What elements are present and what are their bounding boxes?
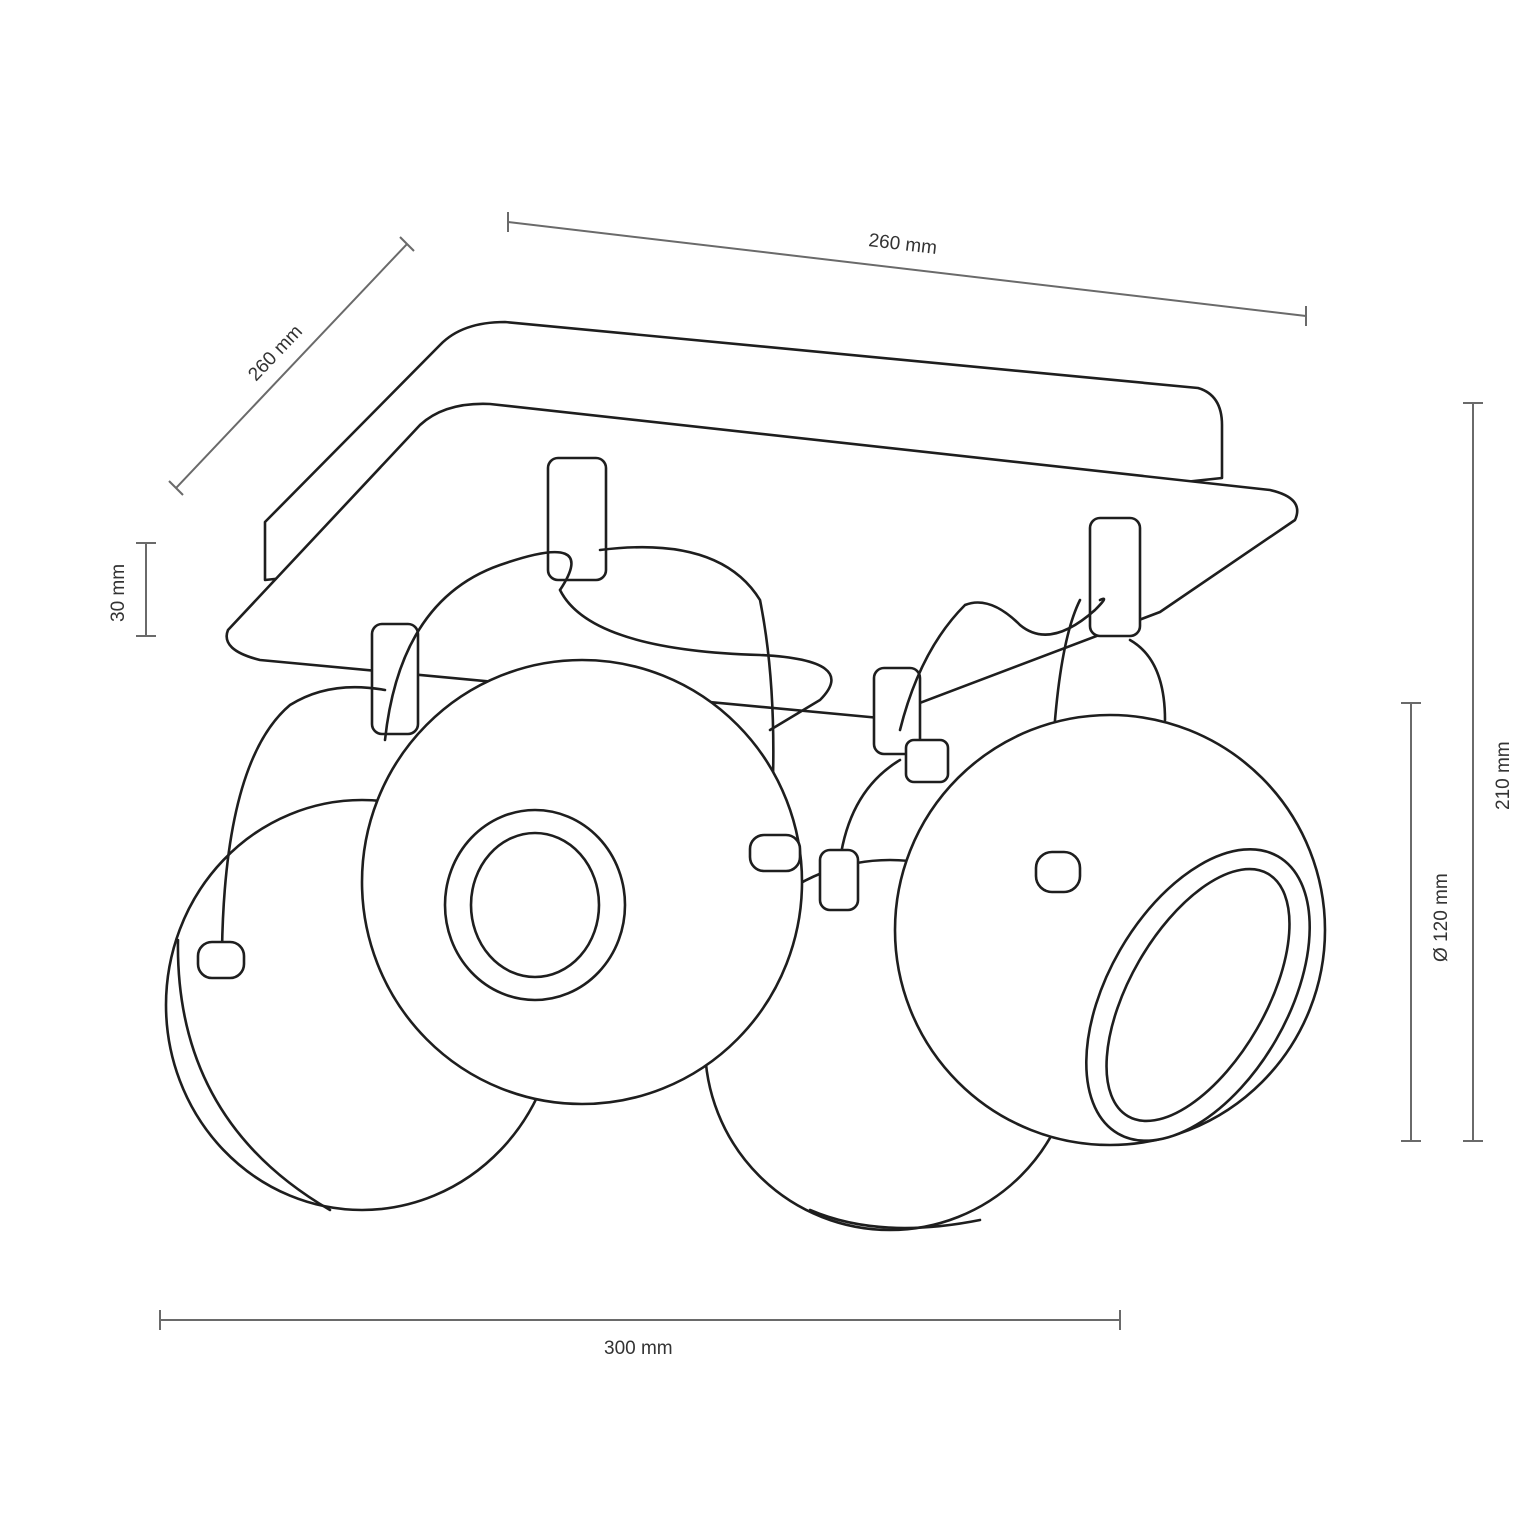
dim-width-top: 260 mm xyxy=(507,212,1307,326)
stem-back-right xyxy=(872,666,922,756)
label-total-width: 300 mm xyxy=(604,1338,673,1359)
stem-back-left xyxy=(370,622,420,736)
stem-front-right xyxy=(1088,516,1142,638)
label-shade-diameter: Ø 120 mm xyxy=(1431,873,1452,962)
dim-total-width: 300 mm xyxy=(159,1310,1121,1359)
spotlight-front-left xyxy=(360,545,833,1106)
label-depth: 260 mm xyxy=(244,321,306,385)
spotlight-front-right xyxy=(893,597,1327,1147)
base-plate xyxy=(225,320,1299,720)
label-total-height: 210 mm xyxy=(1493,741,1514,810)
dim-shade-diameter: Ø 120 mm xyxy=(1401,702,1452,1142)
label-width-top: 260 mm xyxy=(867,230,938,259)
dim-base-height: 30 mm xyxy=(108,542,156,637)
label-base-height: 30 mm xyxy=(108,564,129,622)
stem-front-left xyxy=(546,456,608,582)
dim-total-height: 210 mm xyxy=(1463,402,1514,1142)
